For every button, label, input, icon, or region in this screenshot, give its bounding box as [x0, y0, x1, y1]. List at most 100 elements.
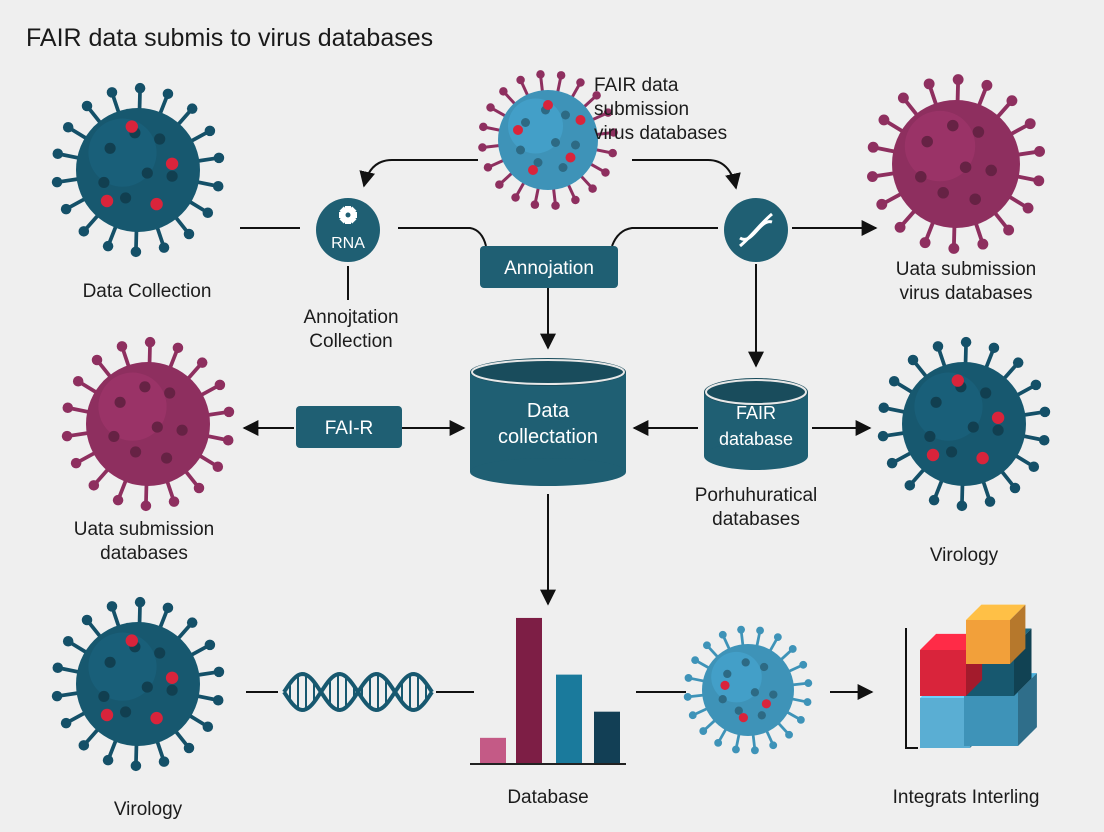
virus-pore [139, 381, 151, 393]
virus-body [702, 644, 794, 736]
virus-spike-tip [897, 92, 909, 104]
virus-spike-tip [948, 243, 960, 254]
virus-marker [150, 197, 163, 211]
virus-spike-tip [183, 228, 195, 240]
virus-spike-tip [608, 148, 617, 158]
chart-bar [516, 617, 542, 764]
virus-spike-tip [61, 430, 73, 442]
virus-pore [750, 688, 760, 697]
virus-spike-tip [495, 180, 504, 189]
virus-spike-tip [478, 143, 487, 152]
virus-body [86, 362, 210, 486]
virus-spike-tip [1030, 379, 1042, 391]
virus-pore [734, 706, 743, 715]
label-line: Collection [309, 331, 393, 352]
dna-node [724, 198, 788, 262]
virus-marker [565, 152, 576, 163]
virus-spike-tip [486, 103, 495, 112]
virus-icon [51, 596, 225, 772]
virus-spike-tip [796, 715, 805, 724]
virus-marker [165, 671, 179, 684]
virus-pore [533, 158, 543, 167]
virus-spike-tip [952, 74, 964, 85]
virus-pore [759, 662, 769, 672]
label-line: Annojtation [303, 307, 399, 328]
label-line: virus databases [594, 123, 728, 144]
virus-pore [915, 171, 927, 183]
virus-spike-tip [894, 221, 906, 233]
label-top-center: FAIR data submission virus databases [594, 74, 727, 146]
virus-pore [985, 164, 997, 177]
fai-r-box-label: FAI-R [325, 418, 374, 439]
virus-spike-tip [196, 357, 208, 368]
virus-pore [141, 681, 153, 693]
virus-pore [161, 452, 173, 464]
virus-spike-tip [1033, 175, 1045, 187]
diagram-title: FAIR data submis to virus databases [26, 24, 434, 52]
virus-pore [516, 145, 525, 155]
cube-blue-low-front [920, 698, 970, 748]
virus-spike-tip [213, 152, 225, 164]
virus-spike-tip [213, 666, 225, 678]
fair-database-cylinder-base [704, 442, 808, 470]
virus-spike-tip [1009, 482, 1021, 494]
virus-pore [967, 421, 979, 433]
virus-marker [720, 680, 730, 691]
virus-spike-tip [140, 500, 152, 512]
virus-pore [154, 647, 166, 659]
label-line: databases [100, 543, 188, 564]
rna-node: RNA [316, 198, 380, 262]
nodes: RNAAnnojationFAI-RDatacollectationFAIRda… [282, 198, 808, 713]
virus-spike-tip [977, 238, 989, 250]
label-line: Uata submission [73, 519, 215, 540]
virus-spike-tip [212, 180, 224, 192]
virus-pore [924, 430, 936, 442]
virus-spike-tip [756, 626, 764, 635]
virus-spike-tip [683, 693, 692, 701]
virus-spike-tip [144, 336, 156, 348]
virus-pore [561, 110, 570, 120]
annotation-box-bg [480, 246, 618, 288]
fair-database-cylinder-label: FAIR [736, 403, 776, 423]
virus-marker [125, 634, 138, 647]
virus-pore [930, 396, 942, 408]
virus-spike-tip [904, 480, 916, 491]
virus-spike-tip [78, 740, 90, 751]
fair-database-cylinder-label: database [719, 429, 793, 449]
data-collection-cylinder-base [470, 458, 626, 486]
virus-spike-tip [773, 633, 782, 642]
chart-bar [480, 737, 506, 764]
virus-spike-tip [78, 226, 90, 237]
virus-marker [100, 194, 114, 208]
virus-spike-tip [688, 711, 697, 720]
virus-spike-tip [732, 745, 740, 754]
virus-pore [108, 430, 120, 442]
virus-spike-tip [691, 656, 700, 665]
virus-marker [150, 711, 163, 725]
virus-pore [120, 192, 132, 204]
virus-pore [718, 695, 727, 704]
virus-spike-tip [571, 195, 580, 205]
virus-marker [991, 411, 1005, 424]
virus-spike-tip [483, 163, 493, 172]
data-collection-cylinder-label: collectation [498, 426, 598, 448]
virus-spike-tip [769, 741, 778, 750]
virus-pore [164, 387, 176, 399]
virus-spike-tip [60, 717, 72, 729]
virus-pore [769, 690, 778, 699]
virus-spike-tip [1039, 406, 1051, 418]
label-top-right: Uata submission virus databases [876, 258, 1056, 306]
fair-database-cylinder-lid [704, 378, 808, 406]
virus-spike-tip [737, 625, 745, 634]
label-line: Porhuhuratical [694, 485, 818, 506]
virus-spike-tip [877, 430, 889, 442]
virus-marker [513, 125, 523, 135]
fair-database-cylinder: FAIR database [704, 378, 808, 470]
virus-marker [575, 115, 586, 125]
label-line: submission [594, 99, 690, 120]
virus-spike-tip [130, 246, 142, 258]
virus-spike-tip [204, 125, 216, 137]
virus-spike-tip [1003, 224, 1015, 236]
virus-spike-tip [60, 203, 72, 215]
